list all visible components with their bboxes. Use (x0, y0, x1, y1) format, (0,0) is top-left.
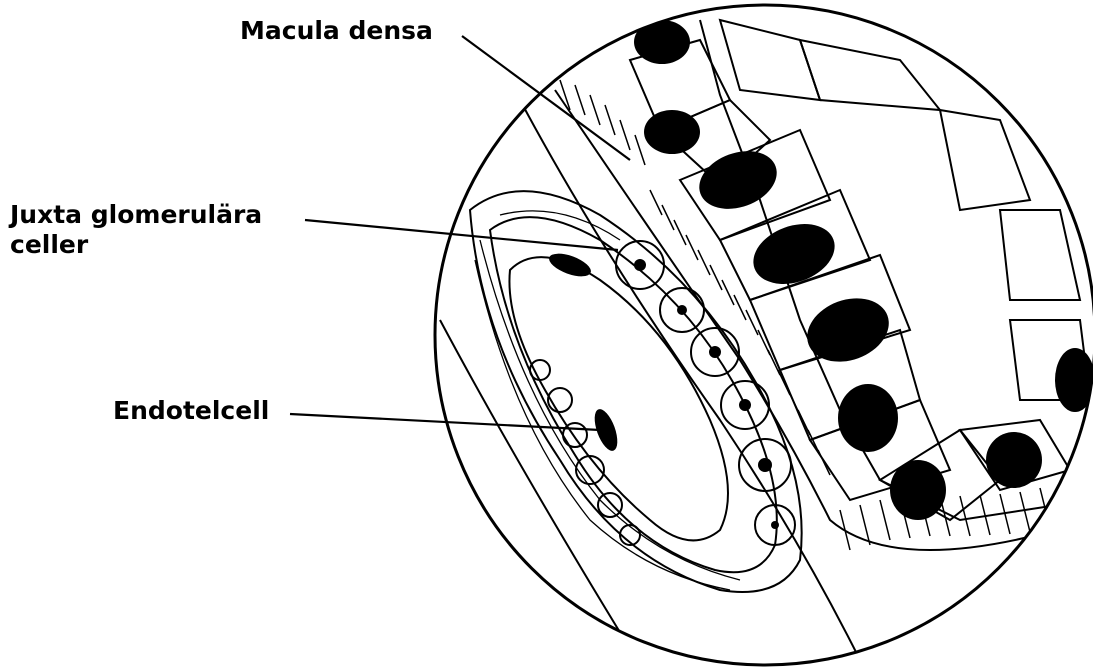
label-juxtaglomerular-cells: Juxta glomerulära celler (10, 200, 262, 260)
label-juxta-line2: celler (10, 230, 262, 260)
label-juxta-line1: Juxta glomerulära (10, 200, 262, 230)
label-macula-densa: Macula densa (240, 16, 433, 46)
label-endotelcell: Endotelcell (113, 396, 269, 426)
